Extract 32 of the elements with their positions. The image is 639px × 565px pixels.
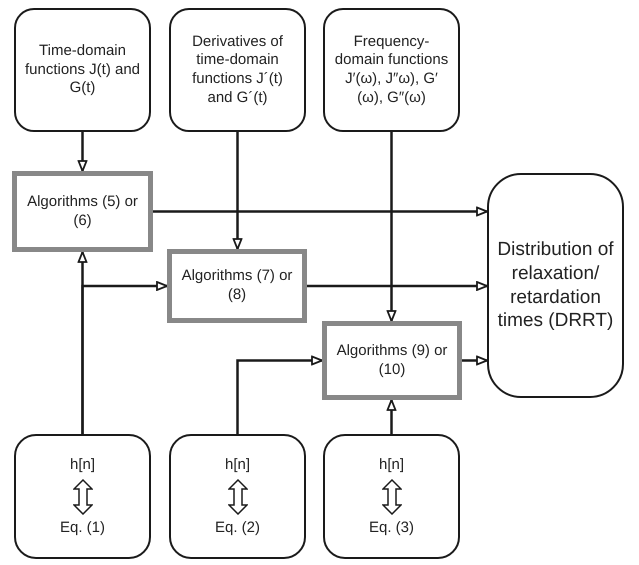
equation-box bbox=[323, 434, 460, 559]
box-text: Derivatives of time-domain functions J´(t) and G´(t) bbox=[191, 32, 284, 108]
arrow bbox=[386, 132, 396, 322]
input-box bbox=[323, 8, 460, 132]
arrow bbox=[153, 206, 488, 216]
box-text: Eq. (2) bbox=[214, 518, 260, 538]
box-text: h[n] bbox=[224, 456, 250, 474]
box-text: Algorithms (9) or (10) bbox=[336, 342, 448, 380]
arrow bbox=[386, 399, 396, 434]
box-text: h[n] bbox=[70, 456, 96, 474]
arrow bbox=[232, 132, 242, 250]
equation-box bbox=[169, 434, 306, 559]
algorithm-box bbox=[167, 249, 307, 323]
box-text: Time-domain functions J(t) and G(t) bbox=[24, 42, 141, 98]
box-text: h[n] bbox=[378, 456, 404, 474]
arrow bbox=[462, 356, 488, 366]
equation-box bbox=[14, 434, 151, 559]
box-text: Frequency-domain functions J′(ω), J″ω), G′(ω), G″(ω) bbox=[334, 32, 450, 108]
box-text: Algorithms (7) or (8) bbox=[180, 267, 294, 305]
arrow bbox=[236, 356, 323, 434]
algorithm-box bbox=[322, 321, 462, 400]
arrow bbox=[307, 281, 488, 291]
output-box bbox=[487, 173, 624, 398]
input-box bbox=[14, 8, 151, 132]
box-text: Eq. (3) bbox=[368, 518, 414, 538]
box-text: Eq. (1) bbox=[60, 518, 105, 538]
algorithm-box bbox=[12, 171, 153, 252]
arrow bbox=[81, 281, 168, 434]
input-box bbox=[169, 8, 306, 132]
arrow bbox=[78, 132, 88, 172]
box-text: Distribution of relaxation/ retardation times (DRRT) bbox=[496, 238, 615, 333]
box-text: Algorithms (5) or (6) bbox=[26, 192, 139, 230]
